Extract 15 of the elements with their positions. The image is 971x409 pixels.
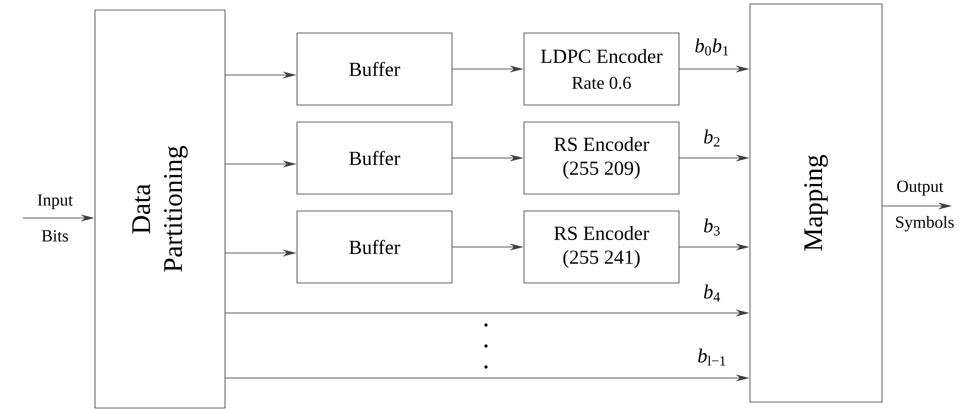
edge-label: b$_{3}$ [704, 218, 720, 236]
edge-label: b$_{4}$ [704, 284, 720, 302]
block: Mapping [750, 4, 882, 402]
edge-label: b$_{0}$b$_{1}$ [695, 38, 728, 56]
buffer-box: Buffer [296, 210, 452, 284]
block: Data Partitioning [94, 10, 226, 408]
edge-label: Output Symbols [896, 180, 954, 232]
encoder-box: RS Encoder (255 209) [524, 122, 680, 194]
encoder-box: LDPC Encoder Rate 0.6 [524, 32, 680, 106]
edge-label: b$_{l−1}$ [698, 348, 726, 366]
buffer-box: Buffer [296, 32, 452, 106]
edge-label: b$_{2}$ [704, 130, 720, 146]
encoder-box: RS Encoder (255 241) [524, 210, 680, 284]
edge-label: Input Bits [38, 194, 73, 242]
buffer-box: Buffer [296, 122, 452, 194]
